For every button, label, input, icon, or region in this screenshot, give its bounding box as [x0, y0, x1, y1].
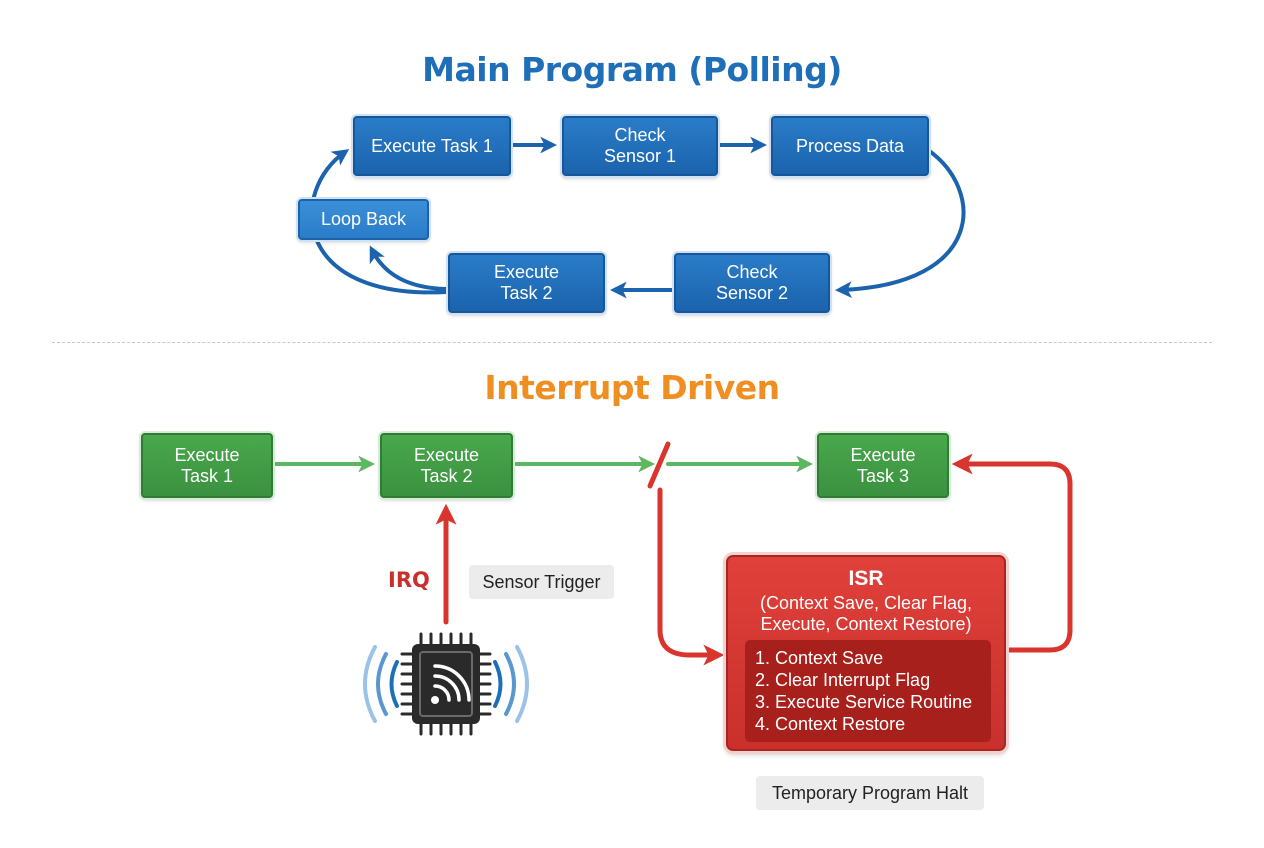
- interrupt-break-icon: [647, 441, 671, 489]
- wireless-signal-icon: [363, 645, 529, 723]
- polling-title: Main Program (Polling): [422, 50, 842, 89]
- node-green-execute-task-2: Execute Task 2: [380, 433, 513, 498]
- arrow-process-to-check2: [834, 148, 966, 298]
- node-green-execute-task-3: Execute Task 3: [817, 433, 949, 498]
- node-process-data: Process Data: [771, 116, 929, 176]
- arrow-break-to-isr: [657, 487, 725, 666]
- sensor-chip: [363, 632, 529, 736]
- node-check-sensor-1: Check Sensor 1: [562, 116, 718, 176]
- isr-step: 3. Execute Service Routine: [755, 692, 973, 712]
- section-divider: [52, 342, 1212, 343]
- node-execute-task-2: Execute Task 2: [448, 253, 605, 313]
- isr-step: 2. Clear Interrupt Flag: [755, 670, 931, 690]
- sensor-trigger-label: Sensor Trigger: [469, 565, 614, 599]
- node-green-execute-task-1: Execute Task 1: [141, 433, 273, 498]
- isr-step: 1. Context Save: [755, 648, 884, 668]
- interrupt-title: Interrupt Driven: [484, 368, 780, 407]
- isr-title: ISR: [848, 567, 884, 590]
- temporary-halt-label: Temporary Program Halt: [756, 776, 984, 810]
- isr-box: ISR (Context Save, Clear Flag, Execute, …: [726, 555, 1006, 751]
- chip-icon: [400, 632, 492, 736]
- node-loop-back: Loop Back: [298, 199, 429, 240]
- node-execute-task-1: Execute Task 1: [353, 116, 511, 176]
- isr-step: 4. Context Restore: [755, 714, 906, 734]
- node-check-sensor-2: Check Sensor 2: [674, 253, 830, 313]
- irq-label: IRQ: [388, 568, 430, 592]
- arrow-task2-to-loopback: [369, 245, 448, 291]
- isr-subtitle: (Context Save, Clear Flag, Execute, Cont…: [759, 593, 973, 634]
- arrow-isr-return-to-task3: [951, 453, 1073, 653]
- isr-steps: 1. Context Save 2. Clear Interrupt Flag …: [745, 640, 991, 742]
